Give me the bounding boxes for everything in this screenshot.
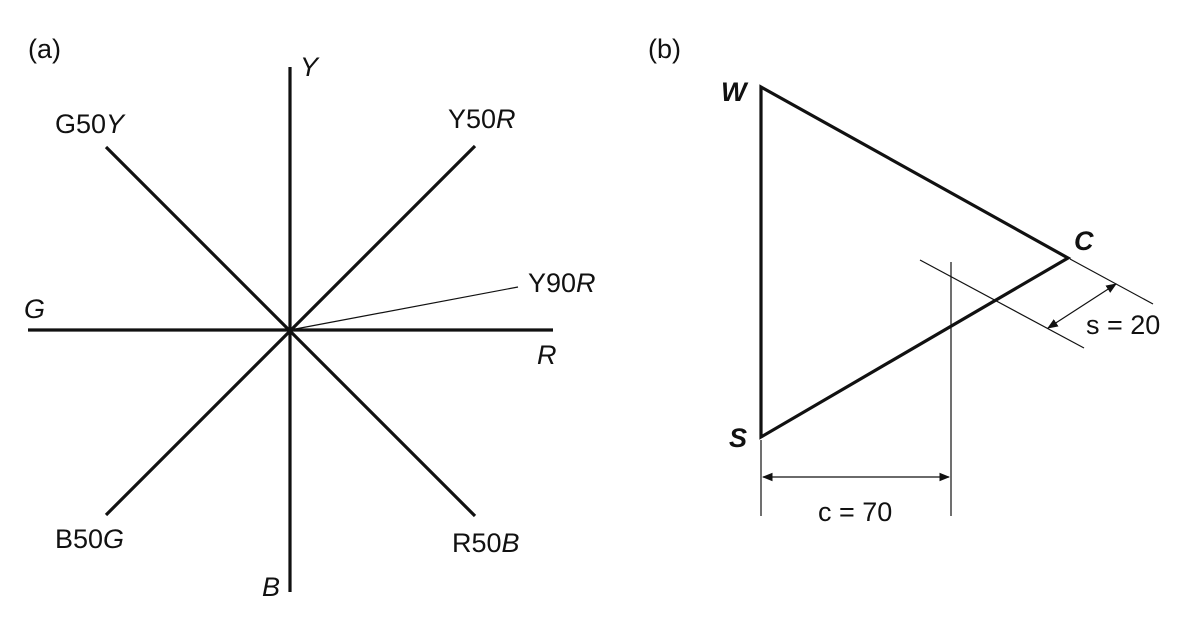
blackness-arrow — [1047, 283, 1117, 329]
label-g: G — [24, 294, 45, 324]
label-b: B — [262, 572, 280, 602]
blackness-guide-line — [919, 259, 1085, 349]
chromaticness-label: c = 70 — [818, 497, 892, 527]
vertex-s: S — [729, 423, 747, 453]
triangle-wsc — [759, 84, 1072, 440]
label-y: Y — [300, 52, 320, 82]
vertex-w: W — [721, 77, 749, 107]
blackness-label: s = 20 — [1086, 310, 1160, 340]
panel-a-label: (a) — [28, 34, 61, 64]
panel-b-label: (b) — [648, 34, 681, 64]
label-y50r: Y50R — [448, 104, 516, 134]
vertex-c: C — [1074, 226, 1094, 256]
label-y90r: Y90R — [528, 268, 596, 298]
label-r: R — [537, 340, 557, 370]
label-r50b: R50B — [452, 528, 520, 558]
label-b50g: B50G — [55, 524, 124, 554]
label-g50y: G50Y — [55, 109, 126, 139]
panel-b-color-triangle: (b) W C S c = 70 s = 20 — [648, 34, 1160, 527]
y90r-line — [289, 286, 519, 331]
blackness-extension-line — [1069, 258, 1154, 305]
panel-a-hue-circle: (a) Y R G B G50Y Y50R Y90R B50G R50B — [24, 34, 596, 602]
